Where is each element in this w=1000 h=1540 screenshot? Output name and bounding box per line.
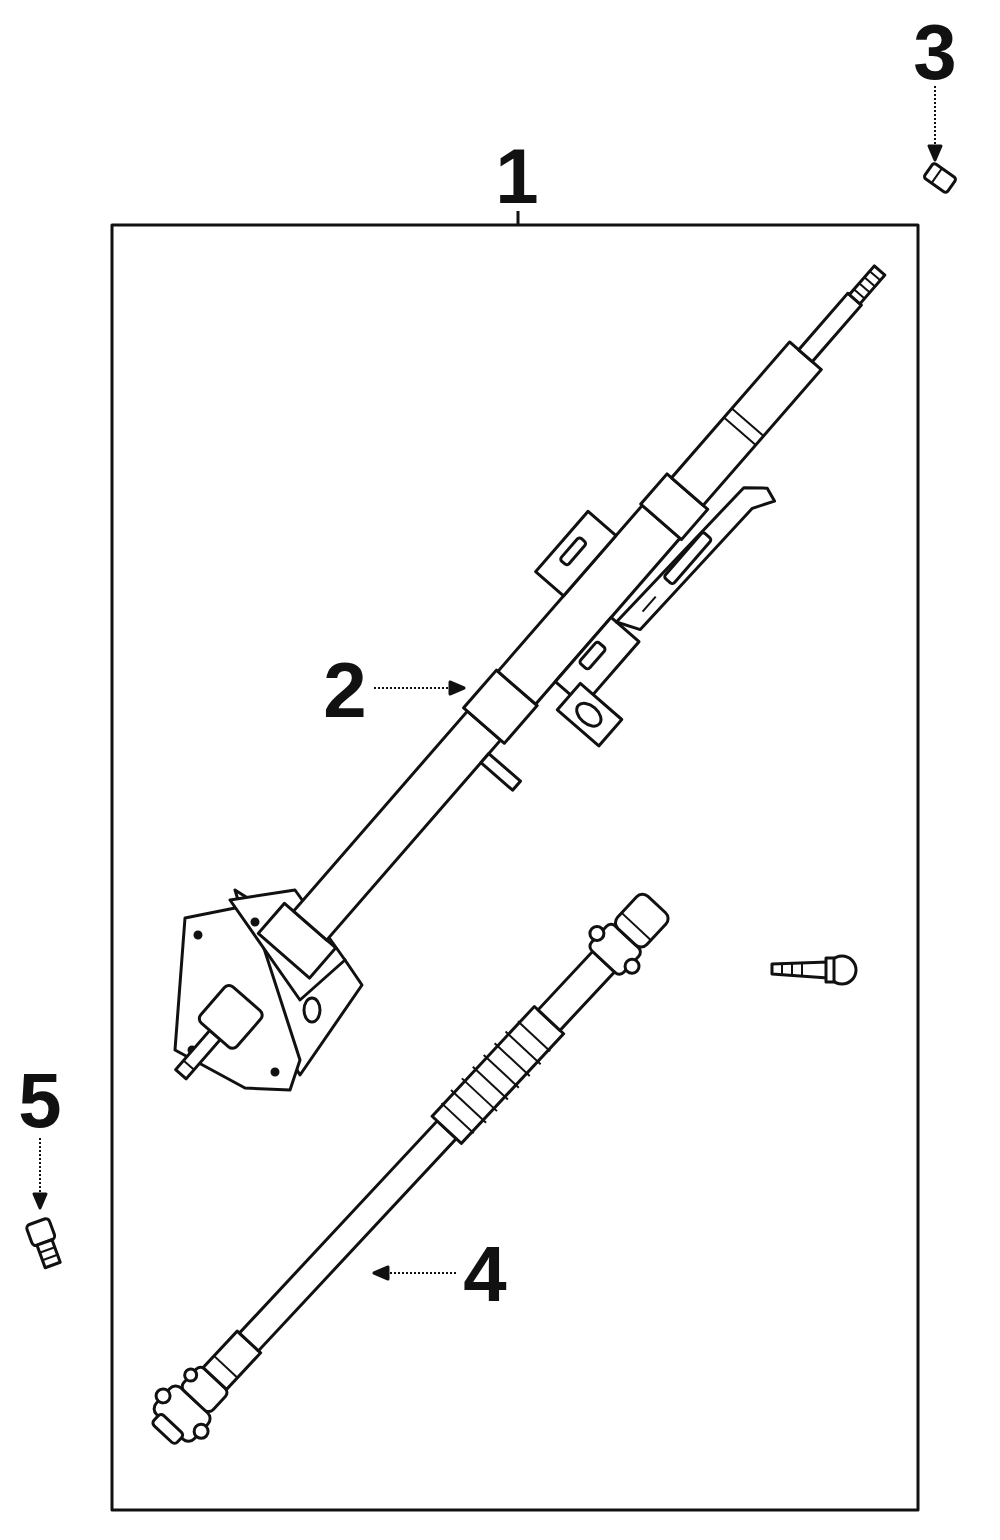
callout-number: 2	[323, 651, 366, 729]
callout-number: 3	[913, 13, 956, 91]
bolt-part	[772, 956, 856, 984]
bushing-part	[26, 1218, 64, 1269]
leader-line	[374, 1267, 456, 1279]
clip-part	[923, 163, 956, 194]
leader-line	[34, 1138, 46, 1208]
steering-column	[134, 230, 955, 1140]
leader-line	[374, 682, 464, 694]
intermediate-shaft	[139, 882, 681, 1457]
leader-line	[929, 86, 941, 160]
callout-number: 4	[463, 1235, 506, 1313]
callout-number: 1	[495, 137, 538, 215]
callout-number: 5	[18, 1061, 61, 1139]
assembly-frame	[112, 225, 918, 1510]
